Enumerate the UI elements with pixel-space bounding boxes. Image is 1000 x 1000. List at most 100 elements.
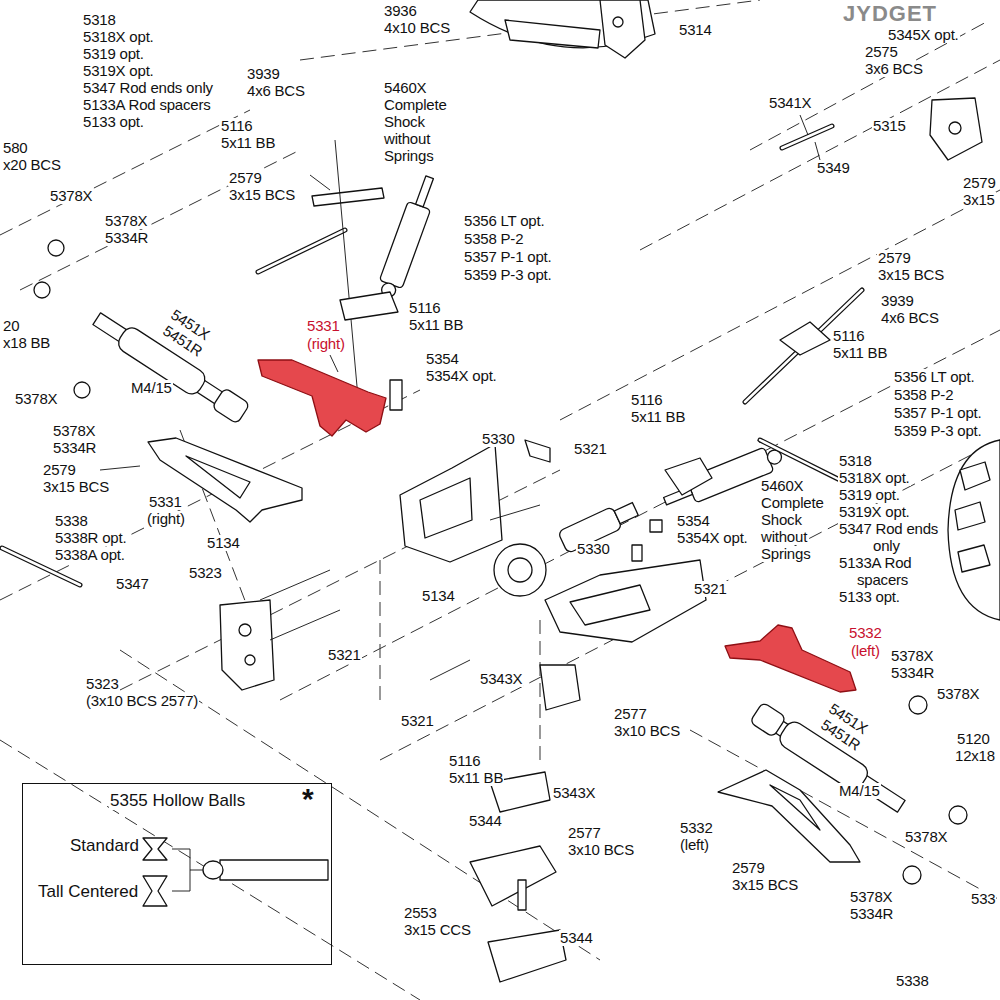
part-callout: 5357 P-1 opt. <box>893 405 982 421</box>
part-callout: 12x18 <box>954 748 996 764</box>
part-callout: 5334R <box>104 230 149 246</box>
part-callout: 5334R <box>849 906 894 922</box>
part-callout: 5347 Rod ends only <box>82 80 214 96</box>
part-callout: 3x15 <box>962 192 996 208</box>
part-callout: 5133A Rod spacers <box>82 97 212 113</box>
part-callout: 5323 <box>85 676 120 692</box>
part-callout: (left) <box>679 837 710 853</box>
part-callout: 4x6 BCS <box>246 83 306 99</box>
part-callout: 5116 <box>832 328 865 344</box>
part-callout: Springs <box>383 148 434 164</box>
part-callout: M4/15 <box>130 380 173 396</box>
part-callout: 2575 <box>864 44 899 60</box>
part-callout: 5357 P-1 opt. <box>463 249 552 265</box>
part-callout: 5347 <box>115 576 150 592</box>
part-callout: 3x6 BCS <box>864 61 924 77</box>
part-callout: 20 <box>2 318 20 334</box>
part-callout: 5330 <box>481 431 516 447</box>
part-callout: 5345X opt. <box>887 27 960 43</box>
part-callout: 5134 <box>421 588 456 604</box>
part-callout: 5359 P-3 opt. <box>463 267 552 283</box>
legend-box: 5355 Hollow Balls * StandardTall Centered <box>22 783 332 965</box>
highlighted-part-callout: (right) <box>306 336 346 352</box>
part-callout: 5378X <box>104 213 148 229</box>
part-callout: 2577 <box>567 825 602 841</box>
part-callout: 5318X opt. <box>838 470 911 486</box>
part-callout: 5x11 BB <box>408 317 464 333</box>
part-callout: 5378X <box>14 391 58 407</box>
part-callout: 5314 <box>678 22 713 38</box>
part-callout: 5378X <box>52 423 96 439</box>
part-callout: 5334R <box>890 665 935 681</box>
part-callout: 5321 <box>693 581 728 597</box>
part-callout: Complete <box>383 97 448 113</box>
part-callout: x20 BCS <box>2 157 62 173</box>
part-callout: 5319 opt. <box>82 46 145 62</box>
part-callout: 5133 opt. <box>838 589 901 605</box>
note-marker: * <box>301 784 315 814</box>
part-callout: 5318 <box>82 12 117 28</box>
part-callout: 5116 <box>448 753 481 769</box>
part-callout: Shock <box>760 512 803 528</box>
part-callout: 5356 LT opt. <box>893 369 975 385</box>
part-callout: 5354X opt. <box>425 368 498 384</box>
part-callout: (right) <box>146 511 186 527</box>
part-callout: 5338R opt. <box>54 530 127 546</box>
part-callout: 5359 P-3 opt. <box>893 423 982 439</box>
part-callout: 5x11 BB <box>448 770 504 786</box>
part-callout: 2577 <box>613 706 648 722</box>
part-callout: 5321 <box>327 647 362 663</box>
part-callout: 3939 <box>246 66 281 82</box>
part-callout: 5338 <box>895 973 930 989</box>
part-callout: 5338 <box>54 513 89 529</box>
part-callout: 5120 <box>956 731 991 747</box>
part-callout: 5319 opt. <box>838 487 901 503</box>
highlighted-part-callout: 5332 <box>848 625 883 641</box>
part-callout: 5133A Rod <box>838 555 912 571</box>
part-callout: 5x11 BB <box>832 345 888 361</box>
part-callout: Complete <box>760 495 825 511</box>
part-callout: 5354 <box>676 513 711 529</box>
part-callout: 5116 <box>220 118 253 134</box>
part-callout: 3936 <box>383 3 418 19</box>
part-callout: 5349 <box>816 160 851 176</box>
part-callout: 5318 <box>838 453 873 469</box>
part-callout: 2579 <box>731 860 766 876</box>
part-callout: 5341X <box>768 95 812 111</box>
part-callout: 5378X <box>904 829 948 845</box>
part-callout: 5378X <box>936 686 980 702</box>
part-callout: 5318X opt. <box>82 29 155 45</box>
part-callout: 3x15 BCS <box>731 877 799 893</box>
part-callout: (3x10 BCS 2577) <box>85 693 199 709</box>
part-callout: 3x15 BCS <box>42 479 110 495</box>
part-callout: 5344 <box>468 813 503 829</box>
part-callout: 2579 <box>877 250 912 266</box>
part-callout: only <box>872 538 901 554</box>
part-callout: 4x6 BCS <box>880 310 940 326</box>
part-callout: 3x15 BCS <box>877 267 945 283</box>
part-callout: x18 BB <box>2 335 51 351</box>
part-callout: M4/15 <box>838 783 881 799</box>
part-callout: 3x15 BCS <box>228 187 296 203</box>
legend-title: 5355 Hollow Balls <box>109 792 246 810</box>
part-callout: 5321 <box>573 441 608 457</box>
part-callout: Shock <box>383 114 426 130</box>
part-callout: 5460X <box>383 80 427 96</box>
part-callout: spacers <box>856 572 909 588</box>
part-callout: 2579 <box>42 462 77 478</box>
part-callout: 5378X <box>890 648 934 664</box>
legend-item: Standard <box>69 837 140 855</box>
part-callout: 5319X opt. <box>82 63 155 79</box>
part-callout: 5358 P-2 <box>893 387 954 403</box>
part-callout: 5378X <box>849 889 893 905</box>
legend-item: Tall Centered <box>37 883 139 901</box>
part-callout: 5354 <box>425 351 460 367</box>
part-callout: 5x11 BB <box>220 135 276 151</box>
part-callout: 5319X opt. <box>838 504 911 520</box>
part-callout: 3x10 BCS <box>567 842 635 858</box>
part-callout: 5344 <box>559 930 594 946</box>
highlighted-part-callout: (left) <box>850 643 881 659</box>
part-callout: 5134 <box>206 535 241 551</box>
part-callout: 4x10 BCS <box>383 20 451 36</box>
